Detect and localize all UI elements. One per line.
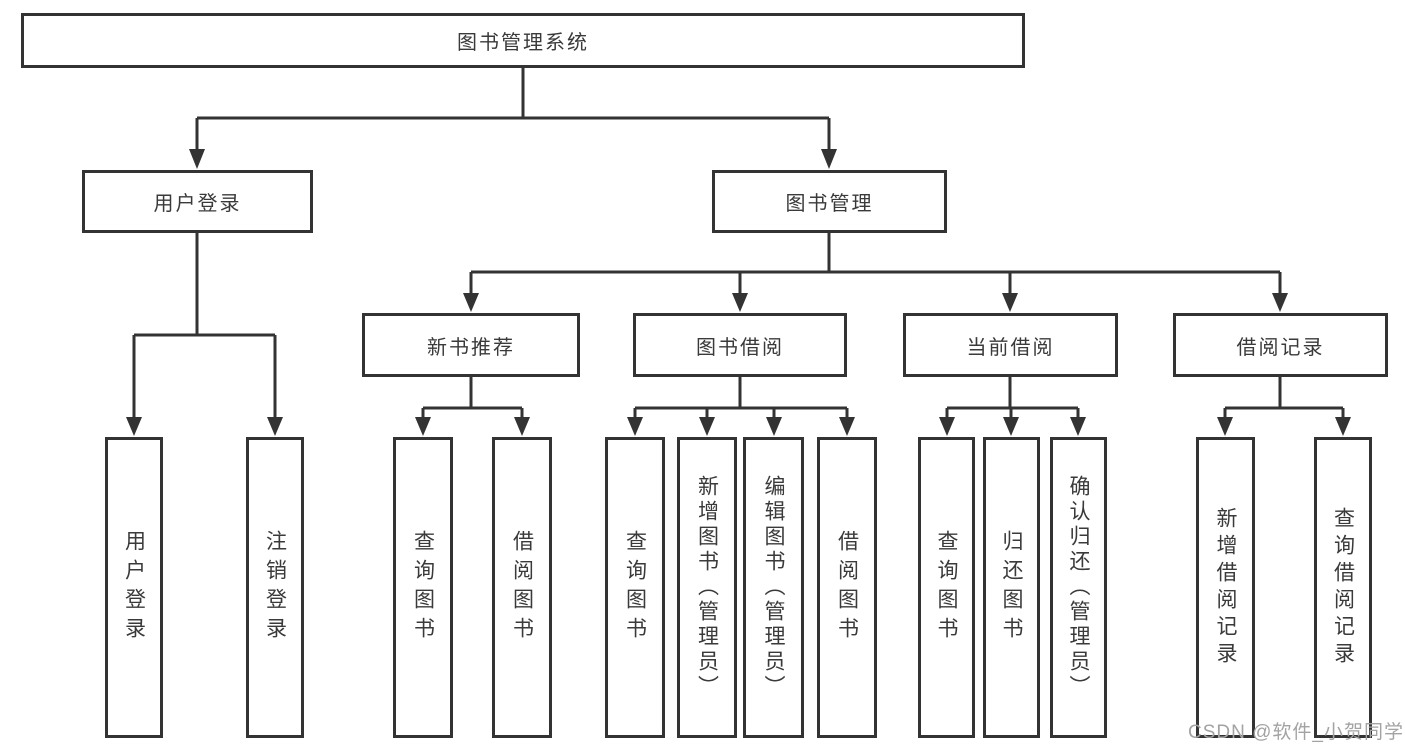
node-root: 图书管理系统 (21, 13, 1025, 68)
leaf-bb-query-book-label: 查询图书 (623, 529, 647, 646)
leaf-cb-confirm-return-admin-label: 确认归还（管理员） (1067, 475, 1090, 700)
leaf-cb-query-book-label: 查询图书 (935, 529, 958, 646)
csdn-watermark: CSDN @软件_小贺同学 (1188, 722, 1404, 743)
node-book-management-label: 图书管理 (785, 193, 874, 215)
leaf-bb-borrow-book: 借阅图书 (817, 437, 877, 738)
leaf-bb-edit-book-admin-label: 编辑图书（管理员） (762, 475, 785, 700)
leaf-bb-borrow-book-label: 借阅图书 (835, 529, 859, 646)
leaf-cb-query-book: 查询图书 (918, 437, 975, 738)
leaf-cb-return-book: 归还图书 (983, 437, 1040, 738)
leaf-br-query-record-label: 查询借阅记录 (1331, 506, 1355, 669)
leaf-nb-query-book-label: 查询图书 (411, 529, 435, 646)
leaf-logout-label: 注销登录 (263, 529, 287, 646)
node-current-borrow-label: 当前借阅 (966, 336, 1055, 359)
leaf-bb-add-book-admin: 新增图书（管理员） (677, 437, 737, 738)
leaf-br-add-record-label: 新增借阅记录 (1214, 506, 1237, 669)
leaf-nb-borrow-book-label: 借阅图书 (510, 529, 534, 646)
node-book-borrow-label: 图书借阅 (696, 336, 784, 359)
leaf-bb-edit-book-admin: 编辑图书（管理员） (743, 437, 804, 738)
node-borrow-records-label: 借阅记录 (1236, 336, 1325, 359)
node-new-book-recommend-label: 新书推荐 (427, 336, 515, 359)
node-borrow-records: 借阅记录 (1173, 313, 1388, 377)
node-root-label: 图书管理系统 (457, 32, 589, 54)
leaf-user-login: 用户登录 (105, 437, 163, 738)
leaf-bb-add-book-admin-label: 新增图书（管理员） (695, 475, 719, 700)
leaf-nb-borrow-book: 借阅图书 (492, 437, 552, 738)
node-book-management: 图书管理 (712, 170, 947, 233)
node-user-login: 用户登录 (82, 170, 313, 233)
leaf-br-query-record: 查询借阅记录 (1314, 437, 1372, 738)
leaf-br-add-record: 新增借阅记录 (1196, 437, 1255, 738)
node-book-borrow: 图书借阅 (633, 313, 847, 377)
leaf-cb-confirm-return-admin: 确认归还（管理员） (1050, 437, 1107, 738)
node-new-book-recommend: 新书推荐 (362, 313, 580, 377)
leaf-user-login-label: 用户登录 (122, 529, 146, 646)
leaf-bb-query-book: 查询图书 (605, 437, 665, 738)
leaf-nb-query-book: 查询图书 (393, 437, 453, 738)
leaf-cb-return-book-label: 归还图书 (1000, 529, 1023, 646)
node-current-borrow: 当前借阅 (903, 313, 1118, 377)
leaf-logout: 注销登录 (246, 437, 304, 738)
node-user-login-label: 用户登录 (153, 193, 242, 215)
